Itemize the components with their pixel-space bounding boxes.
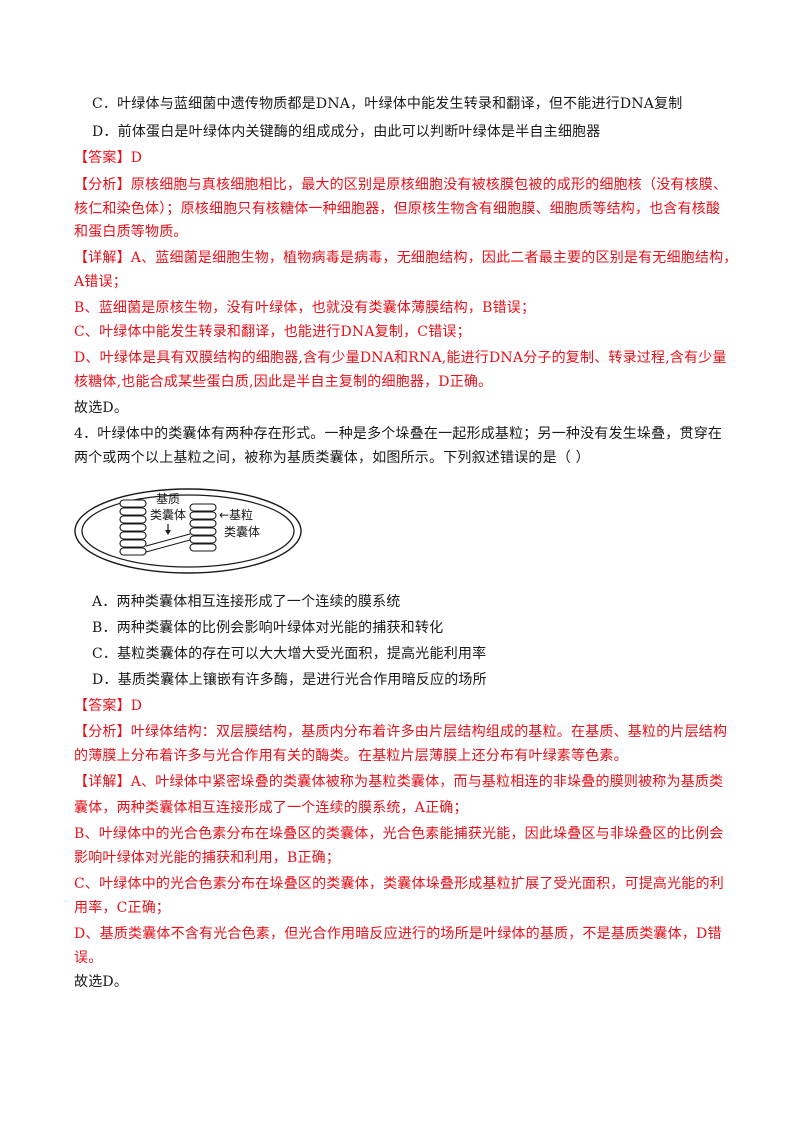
- q4-answer: 【答案】D: [74, 698, 143, 714]
- q3-detail-line-3: B、蓝细菌是原核生物，没有叶绿体，也就没有类囊体薄膜结构，B错误；: [74, 300, 536, 316]
- q4-option-a: A．两种类囊体相互连接形成了一个连续的膜系统: [92, 594, 401, 610]
- q3-analysis-line-2: 核仁和染色体）；原核细胞只有核糖体一种细胞器，但原核生物含有细胞膜、细胞质等结构…: [74, 201, 721, 217]
- q4-detail-line-1: 【详解】A、叶绿体中紧密垛叠的类囊体被称为基粒类囊体，而与基粒相连的非垛叠的膜则…: [74, 774, 724, 790]
- q3-analysis-line-1: 【分析】原核细胞与真核细胞相比，最大的区别是原核细胞没有被核膜包被的成形的细胞核…: [74, 177, 728, 193]
- q4-option-c: C．基粒类囊体的存在可以大大增大受光面积，提高光能利用率: [92, 646, 487, 662]
- q3-detail-line-4: C、叶绿体中能发生转录和翻译，也能进行DNA复制，C错误；: [74, 324, 471, 340]
- q3-detail-line-6: 核糖体,也能合成某些蛋白质,因此是半自主复制的细胞器，D正确。: [74, 374, 493, 390]
- q3-conclusion: 故选D。: [74, 400, 129, 416]
- q4-detail-line-3: B、叶绿体中的光合色素分布在垛叠区的类囊体，光合色素能捕获光能，因此垛叠区与非垛…: [74, 826, 724, 842]
- q4-detail-line-6: 用率，C正确；: [74, 900, 171, 916]
- label-grana-1: ←基粒: [219, 507, 253, 522]
- outer-membrane: [74, 488, 302, 574]
- q4-option-d: D．基质类囊体上镶嵌有许多酶，是进行光合作用暗反应的场所: [92, 672, 487, 688]
- q4-stem-line-2: 两个或两个以上基粒之间，被称为基质类囊体，如图所示。下列叙述错误的是（ ）: [74, 450, 590, 466]
- label-stroma-2: 类囊体: [150, 507, 186, 522]
- q4-detail-line-5: C、叶绿体中的光合色素分布在垛叠区的类囊体，类囊体垛叠形成基粒扩展了受光面积，可…: [74, 876, 724, 892]
- q4-stem-line-1: 4．叶绿体中的类囊体有两种存在形式。一种是多个垛叠在一起形成基粒；另一种没有发生…: [74, 426, 723, 442]
- q4-detail-line-7: D、基质类囊体不含有光合色素，但光合作用暗反应进行的场所是叶绿体的基质，不是基质…: [74, 926, 722, 942]
- q3-detail-line-2: A错误；: [74, 274, 127, 290]
- q4-option-b: B．两种类囊体的比例会影响叶绿体对光能的捕获和转化: [92, 620, 444, 636]
- label-stroma-1: 基质: [156, 492, 180, 506]
- inner-membrane: [81, 494, 295, 568]
- q3-option-d: D．前体蛋白是叶绿体内关键酶的组成成分，由此可以判断叶绿体是半自主细胞器: [92, 124, 601, 140]
- q4-detail-line-8: 误。: [74, 950, 103, 966]
- right-granum-stack: [189, 503, 217, 552]
- q3-option-c: C．叶绿体与蓝细菌中遗传物质都是DNA，叶绿体中能发生转录和翻译，但不能进行DN…: [92, 96, 683, 112]
- q4-analysis-line-1: 【分析】叶绿体结构：双层膜结构，基质内分布着许多由片层结构组成的基粒。在基质、基…: [74, 724, 728, 740]
- stroma-arrowhead-icon: [165, 530, 171, 535]
- label-grana-2: 类囊体: [224, 524, 260, 539]
- q4-conclusion: 故选D。: [74, 974, 129, 990]
- q3-analysis-line-3: 和蛋白质等物质。: [74, 224, 188, 240]
- q3-detail-line-5: D、叶绿体是具有双膜结构的细胞器,含有少量DNA和RNA,能进行DNA分子的复制…: [74, 350, 727, 366]
- q4-detail-line-4: 影响叶绿体对光能的捕获和利用，B正确；: [74, 850, 341, 866]
- left-granum-stack: [119, 499, 147, 556]
- q4-detail-line-2: 囊体，两种类囊体相互连接形成了一个连续的膜系统，A正确；: [74, 800, 468, 816]
- q3-answer: 【答案】D: [74, 150, 143, 166]
- q3-detail-line-1: 【详解】A、蓝细菌是细胞生物，植物病毒是病毒，无细胞结构，因此二者最主要的区别是…: [74, 250, 738, 266]
- q4-analysis-line-2: 的薄膜上分布着许多与光合作用有关的酶类。在基粒片层薄膜上还分布有叶绿素等色素。: [74, 748, 628, 764]
- stroma-thylakoid-connection: [145, 533, 191, 553]
- chloroplast-thylakoid-diagram: 基质 类囊体 ←基粒 类囊体: [74, 488, 302, 574]
